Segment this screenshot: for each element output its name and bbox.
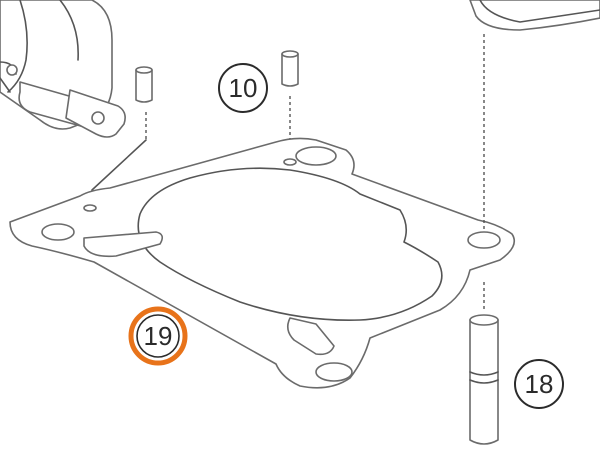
callout-19[interactable]: 19 (128, 306, 188, 366)
dowel-pin-18 (469, 34, 499, 445)
gasket-hole-pin-left (83, 204, 97, 212)
gasket-hole-left (41, 223, 75, 241)
cylinder-part-fragment (469, 0, 600, 31)
gasket-cutout-left (83, 231, 164, 258)
callout-18[interactable]: 18 (514, 359, 564, 409)
gasket-hole-right (467, 231, 501, 249)
gasket-hole-pin-center (283, 158, 297, 166)
dowel-pin-10 (281, 50, 299, 152)
gasket-hole-bottom (315, 362, 353, 382)
gasket-cutout-bottom (286, 317, 335, 356)
callout-19-label: 19 (144, 321, 173, 351)
cylinder-base-gasket (9, 137, 516, 389)
dowel-pin-left (91, 66, 153, 205)
callout-18-label: 18 (525, 369, 554, 399)
callout-10[interactable]: 10 (218, 63, 268, 113)
engine-part-fragment (0, 0, 126, 138)
callout-10-label: 10 (229, 73, 258, 103)
gasket-hole-top (295, 146, 337, 166)
